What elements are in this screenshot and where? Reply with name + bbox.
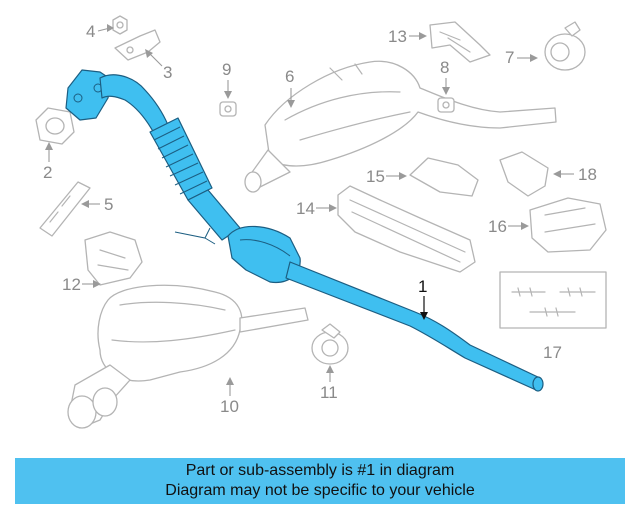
callout-12: 12 — [62, 275, 101, 294]
exhaust-parts-diagram: 1 2 3 4 5 6 7 8 9 10 11 12 — [35, 15, 607, 429]
callout-5: 5 — [81, 195, 113, 214]
svg-text:16: 16 — [488, 217, 507, 236]
svg-text:10: 10 — [220, 397, 239, 416]
part-10-rear-muffler[interactable] — [67, 284, 309, 429]
part-7-clamp[interactable] — [544, 21, 586, 71]
part-14-heat-shield[interactable] — [337, 185, 476, 273]
part-12-hanger-bracket[interactable] — [84, 231, 143, 286]
svg-text:6: 6 — [285, 67, 294, 86]
info-banner: Part or sub-assembly is #1 in diagram Di… — [15, 458, 625, 504]
callout-11: 11 — [320, 365, 338, 402]
svg-text:13: 13 — [388, 27, 407, 46]
callout-14: 14 — [296, 199, 337, 218]
callout-7: 7 — [505, 48, 538, 67]
svg-text:3: 3 — [163, 63, 172, 82]
part-3-hanger-bracket[interactable] — [114, 29, 161, 61]
part-1-front-pipe-catalytic-converter[interactable] — [65, 69, 544, 392]
part-6-muffler-pipe[interactable] — [244, 60, 557, 193]
svg-text:1: 1 — [418, 277, 427, 296]
svg-text:2: 2 — [43, 163, 52, 182]
svg-text:7: 7 — [505, 48, 514, 67]
banner-line-1: Part or sub-assembly is #1 in diagram — [185, 462, 455, 479]
callout-2: 2 — [43, 142, 53, 182]
part-2-gasket[interactable] — [35, 107, 75, 145]
callout-9: 9 — [222, 60, 232, 99]
callout-18: 18 — [553, 165, 597, 184]
part-11-clamp[interactable] — [311, 323, 349, 365]
callout-3: 3 — [145, 49, 172, 82]
svg-text:4: 4 — [86, 22, 95, 41]
svg-text:11: 11 — [320, 383, 338, 402]
callout-10: 10 — [220, 377, 239, 416]
svg-text:8: 8 — [440, 58, 449, 77]
svg-text:18: 18 — [578, 165, 597, 184]
svg-text:12: 12 — [62, 275, 81, 294]
callout-8: 8 — [440, 58, 450, 95]
part-5-bracket[interactable] — [39, 181, 91, 237]
callout-16: 16 — [488, 217, 529, 236]
callout-1: 1 — [418, 277, 428, 320]
part-4-nut[interactable] — [112, 15, 128, 35]
part-16-bracket[interactable] — [529, 197, 607, 253]
callout-17: 17 — [543, 343, 562, 362]
svg-text:14: 14 — [296, 199, 315, 218]
banner-line-2: Diagram may not be specific to your vehi… — [165, 482, 475, 499]
part-13-bracket[interactable] — [429, 21, 491, 63]
svg-text:17: 17 — [543, 343, 562, 362]
callout-15: 15 — [366, 167, 407, 186]
part-17-label[interactable] — [499, 271, 607, 329]
svg-text:5: 5 — [104, 195, 113, 214]
callout-13: 13 — [388, 27, 427, 46]
callout-4: 4 — [86, 22, 114, 41]
part-8-hanger[interactable] — [437, 97, 455, 113]
part-18-bracket[interactable] — [499, 151, 549, 197]
svg-text:15: 15 — [366, 167, 385, 186]
svg-text:9: 9 — [222, 60, 231, 79]
part-9-hanger[interactable] — [219, 101, 237, 117]
callout-6: 6 — [285, 67, 295, 108]
part-15-heat-shield[interactable] — [409, 157, 479, 197]
